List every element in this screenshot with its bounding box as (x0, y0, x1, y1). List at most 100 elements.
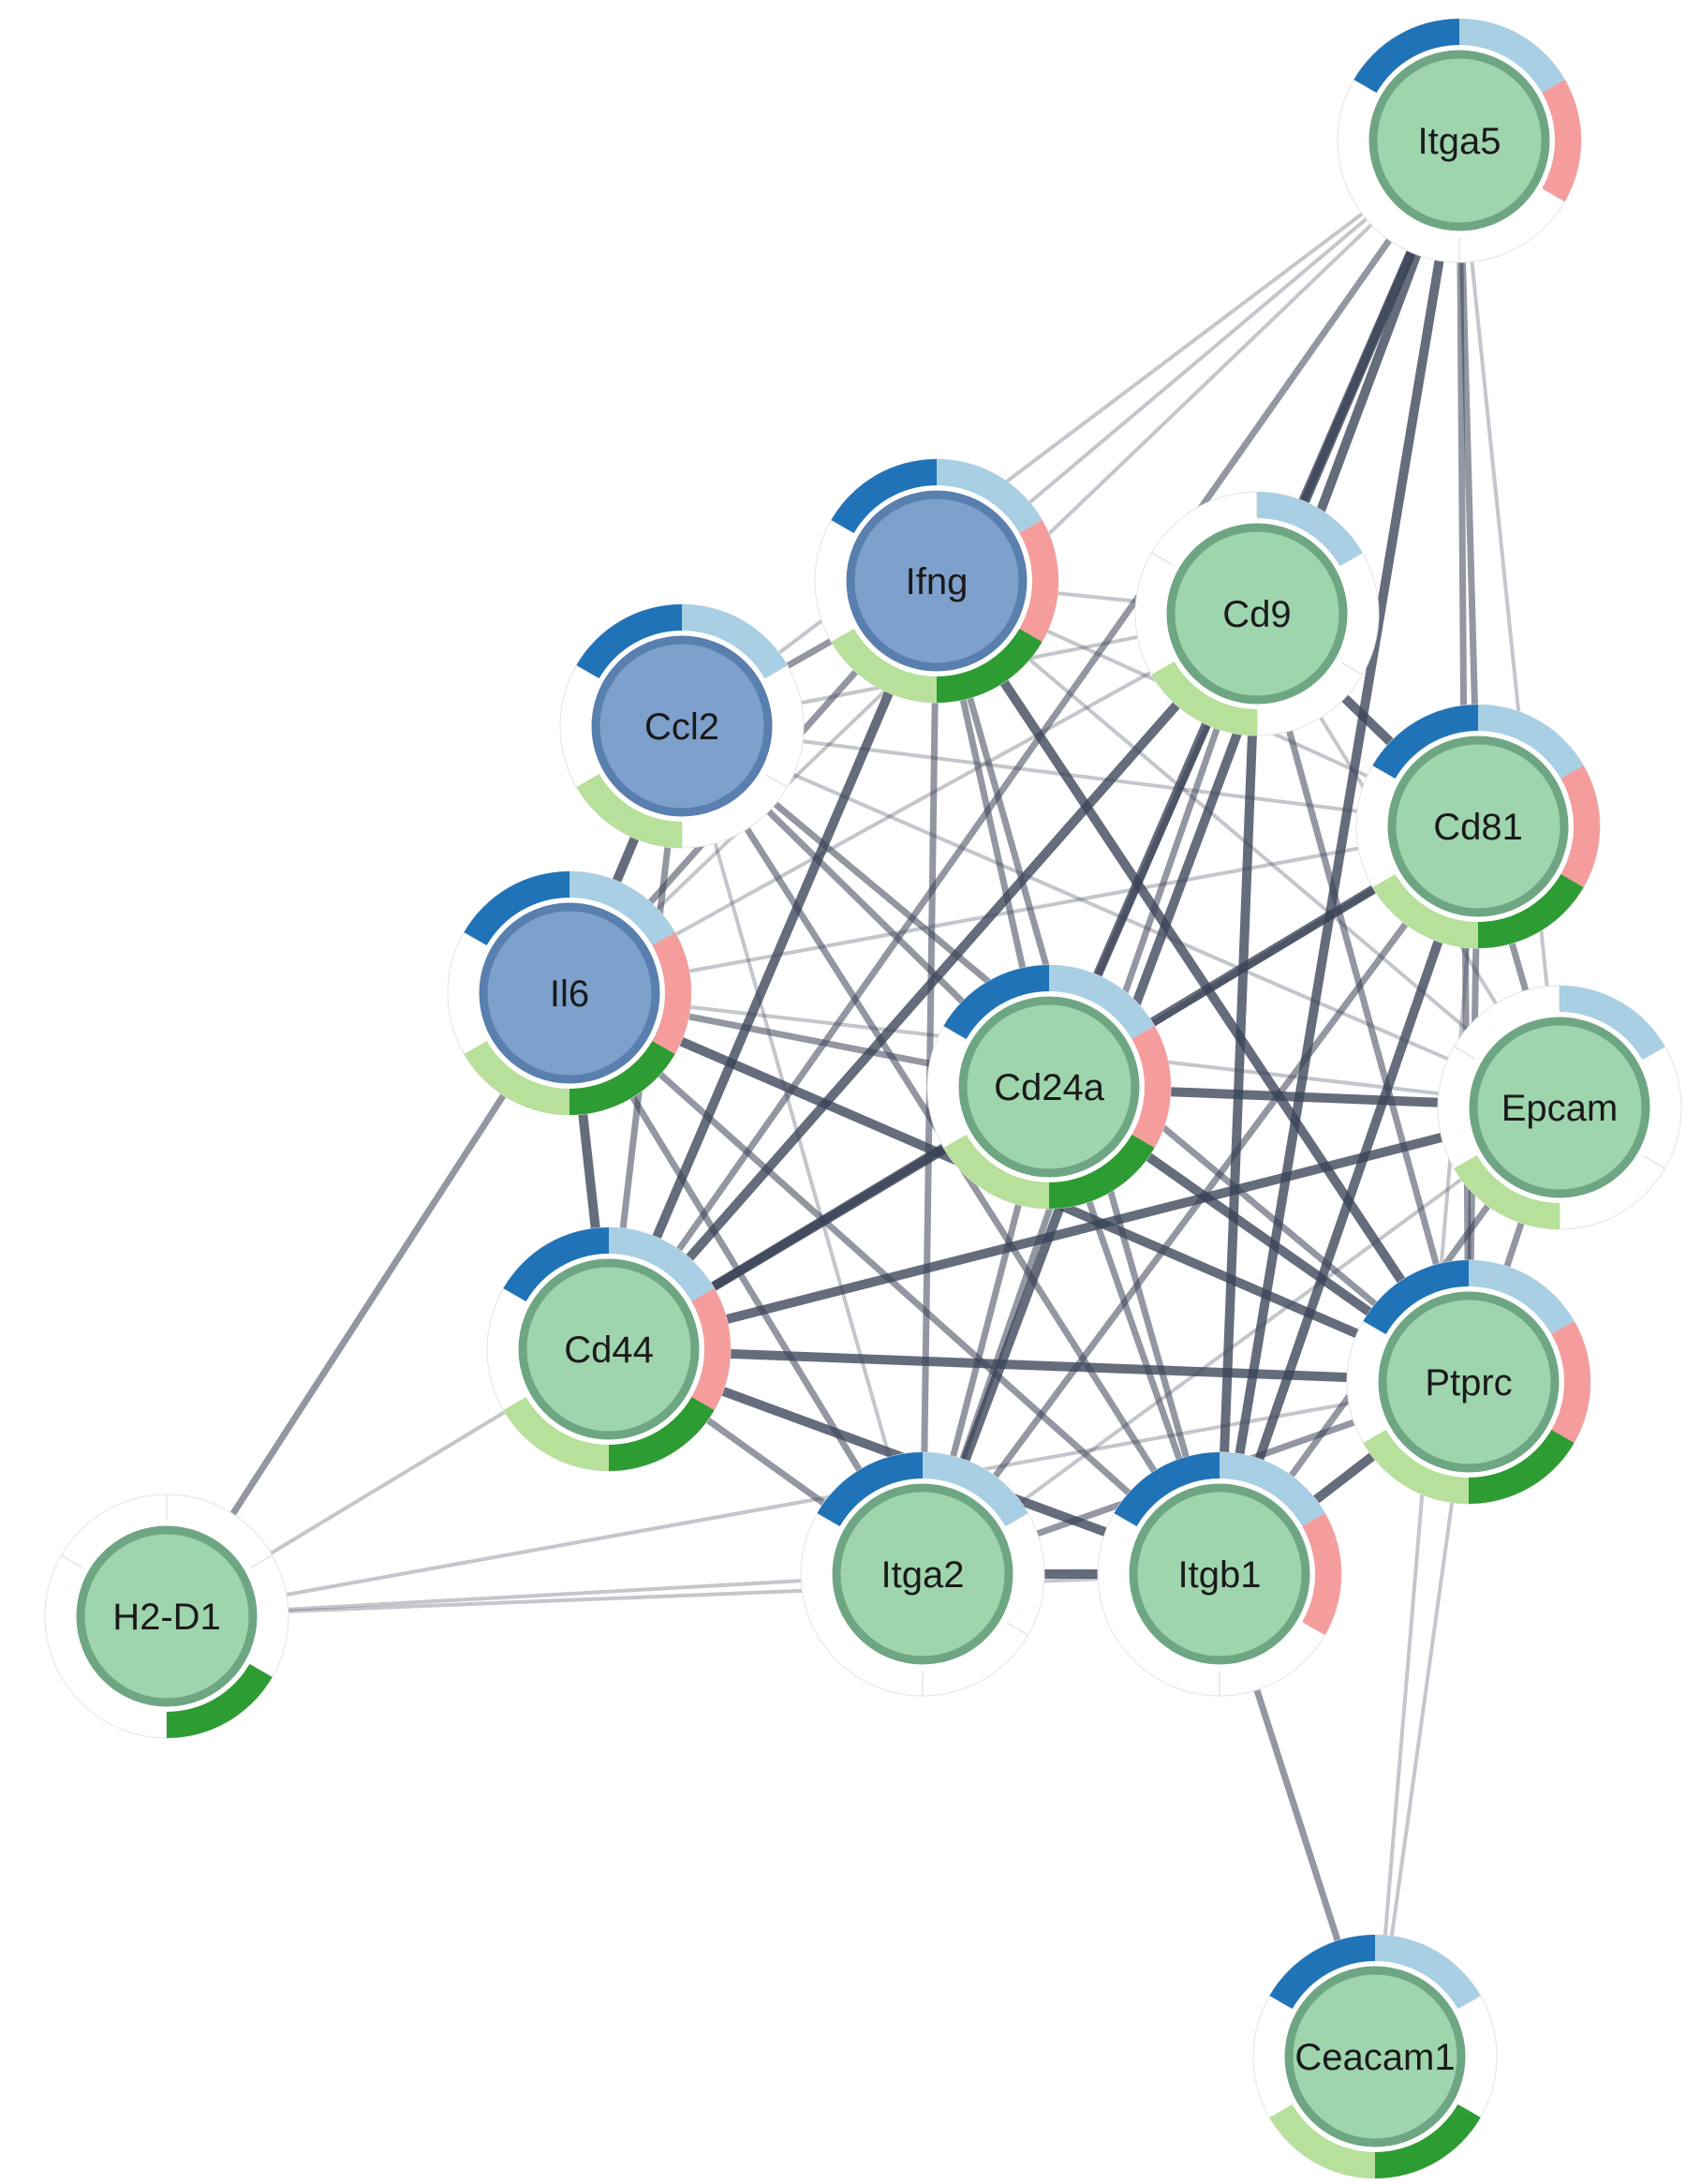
node-disc (1387, 735, 1569, 917)
node-label: Epcam (1501, 1088, 1619, 1129)
edge-il6-itgb1 (566, 989, 1223, 1578)
ring-segment-0 (1363, 1260, 1469, 1334)
ring-segment-0 (464, 871, 569, 945)
ring-segment-1 (923, 1452, 1028, 1526)
ring-segment-2 (1551, 1321, 1590, 1443)
ring-segment-4 (943, 1135, 1049, 1209)
edge-cd9-cd44 (604, 609, 1262, 1354)
ring-segment-2 (1542, 80, 1581, 201)
ring-segment-2 (652, 932, 691, 1054)
ring-separator (1340, 661, 1363, 676)
ring-segment-0 (831, 459, 937, 533)
edge-cd9-il6 (568, 612, 1259, 995)
ring-segment-4 (464, 1041, 569, 1115)
ring-segment-0 (503, 1227, 609, 1301)
ring-segment-2 (1132, 1026, 1171, 1148)
ring-separator (61, 1554, 83, 1568)
ring-segment-4 (831, 629, 937, 703)
edge-ifng-ptprc (932, 576, 1473, 1387)
node-disc (1368, 50, 1550, 231)
edge-itgb1-h2d1 (165, 1572, 1221, 1618)
ring-segment-2 (1560, 765, 1601, 887)
ring-segment-1 (1375, 1935, 1481, 2009)
edges-layer (163, 136, 1564, 2060)
ring-segment-0 (817, 1452, 923, 1526)
node-disc (591, 635, 773, 817)
edge-itga2-h2d1 (165, 1572, 924, 1618)
node-il6[interactable]: Il6 (447, 870, 692, 1116)
node-label: Ceacam1 (1294, 2037, 1455, 2078)
node-disc (1378, 1291, 1560, 1473)
node-label: Itgb1 (1178, 1554, 1262, 1596)
node-disc (832, 1483, 1013, 1665)
node-ccl2[interactable]: Ccl2 (559, 603, 805, 849)
node-disc (518, 1258, 700, 1440)
edge-ifng-cd44 (604, 576, 941, 1354)
node-label: Cd44 (564, 1330, 654, 1371)
ring-segment-3 (167, 1664, 273, 1738)
ring-segment-3 (1375, 2104, 1481, 2178)
ring-segment-1 (1478, 705, 1584, 779)
node-cd81[interactable]: Cd81 (1355, 704, 1601, 949)
ring-segment-4 (1454, 1155, 1560, 1229)
ring-segment-0 (1269, 1935, 1375, 2009)
edge-il6-h2d1 (163, 989, 573, 1620)
ring-segment-0 (1114, 1452, 1220, 1526)
node-itgb1[interactable]: Itgb1 (1097, 1451, 1342, 1697)
ring-segment-4 (1363, 1430, 1469, 1504)
ring-segment-1 (1560, 986, 1665, 1060)
node-cd24a[interactable]: Cd24a (926, 964, 1172, 1210)
ring-segment-3 (1478, 874, 1584, 948)
ring-segment-1 (1257, 492, 1363, 566)
ring-segment-0 (1353, 19, 1459, 93)
edge-cd81-il6 (568, 825, 1480, 995)
ring-segment-1 (1220, 1452, 1325, 1526)
ring-separator (1454, 1046, 1476, 1060)
ring-segment-2 (1019, 520, 1058, 642)
ring-separator (1643, 1155, 1665, 1169)
node-disc (958, 996, 1140, 1178)
node-ptprc[interactable]: Ptprc (1346, 1259, 1591, 1505)
node-label: Cd81 (1433, 807, 1523, 848)
node-disc (1284, 1966, 1466, 2147)
edge-ccl2-itga2 (680, 724, 924, 1576)
ring-segment-1 (1469, 1260, 1575, 1334)
ring-segment-3 (937, 629, 1043, 703)
edge-epcam-cd44 (604, 1103, 1564, 1354)
node-label: Ccl2 (644, 706, 719, 748)
ring-separator (250, 1554, 273, 1568)
ring-segment-1 (569, 871, 675, 945)
edge-cd44-ptprc (604, 1345, 1473, 1387)
node-ifng[interactable]: Ifng (814, 458, 1059, 704)
node-label: Itga2 (881, 1554, 965, 1596)
edge-cd81-itgb1 (1215, 822, 1483, 1579)
node-ceacam1[interactable]: Ceacam1 (1252, 1934, 1498, 2179)
node-itga2[interactable]: Itga2 (800, 1451, 1045, 1697)
node-itga5[interactable]: Itga5 (1337, 18, 1582, 263)
ring-segment-2 (1302, 1513, 1341, 1635)
node-label: Cd24a (994, 1067, 1105, 1108)
node-cd9[interactable]: Cd9 (1134, 491, 1380, 736)
edge-itga5-epcam (1457, 139, 1561, 1109)
edge-epcam-itga2 (921, 1106, 1561, 1576)
ring-segment-1 (1049, 965, 1155, 1039)
node-disc (76, 1525, 258, 1707)
ring-segment-3 (1469, 1430, 1575, 1504)
node-epcam[interactable]: Epcam (1437, 985, 1682, 1230)
ring-segment-0 (1372, 705, 1478, 779)
node-cd44[interactable]: Cd44 (486, 1226, 732, 1472)
ring-segment-4 (1269, 2104, 1375, 2178)
node-label: Il6 (550, 973, 589, 1015)
ring-segment-0 (576, 604, 682, 678)
ring-segment-1 (937, 459, 1043, 533)
node-disc (1469, 1017, 1650, 1198)
node-disc (1166, 523, 1348, 705)
node-h2d1[interactable]: H2-D1 (44, 1493, 289, 1739)
ring-segment-1 (609, 1227, 715, 1301)
ring-segment-3 (569, 1041, 675, 1115)
edge-cd9-ptprc (1253, 610, 1472, 1386)
ring-segment-4 (576, 774, 682, 848)
ring-separator (1006, 1622, 1028, 1636)
